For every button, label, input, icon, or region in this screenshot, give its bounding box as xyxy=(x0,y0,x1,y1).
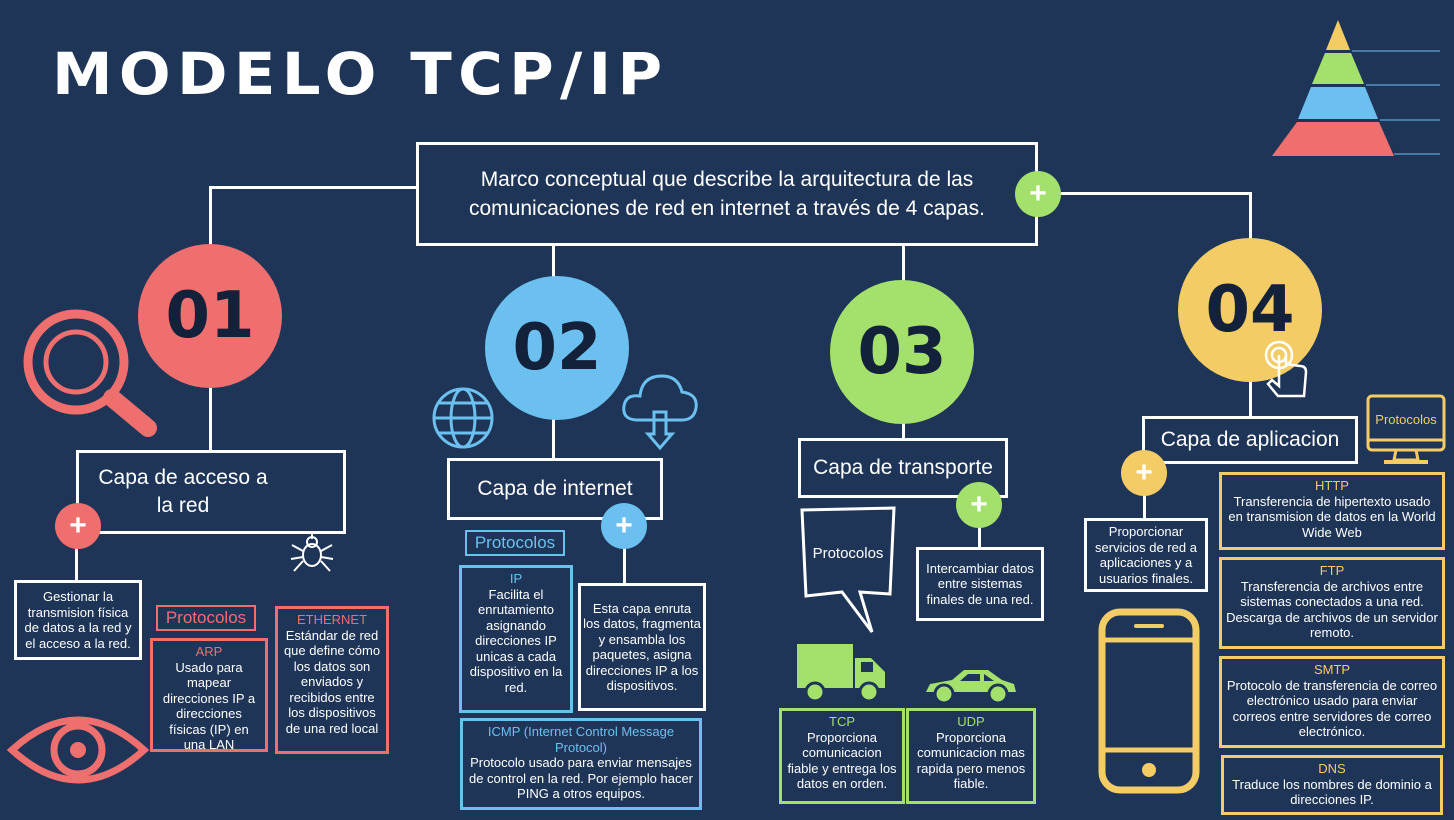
protocol-tcp-text: Proporciona comunicacion fiable y entreg… xyxy=(787,729,897,792)
protocol-arp-text: Usado para mapear direcciones IP a direc… xyxy=(162,659,256,753)
protocol-http: HTTP Transferencia de hipertexto usado e… xyxy=(1219,472,1445,550)
layer-04-protocols-label: Protocolos xyxy=(1375,411,1437,427)
smartphone-icon xyxy=(1098,608,1200,794)
layer-01-protocols-label: Protocolos xyxy=(156,605,256,631)
protocol-ip-text: Facilita el enrutamiento asignando direc… xyxy=(469,586,563,695)
protocol-udp-text: Proporciona comunicacion mas rapida pero… xyxy=(916,729,1026,792)
connector-01-down xyxy=(209,380,212,452)
plus-icon: + xyxy=(970,488,988,521)
connector-right-h xyxy=(1036,192,1252,195)
protocol-udp-name: UDP xyxy=(957,714,985,729)
layer-04-title-box: Capa de aplicacion xyxy=(1142,416,1358,464)
monitor-icon xyxy=(1366,394,1446,464)
layer-04-title: Capa de aplicacion xyxy=(1160,428,1340,451)
layer-01-title-box: Capa de acceso a la red xyxy=(76,450,346,534)
protocol-icmp-text: Protocolo usado para enviar mensajes de … xyxy=(468,755,693,801)
layer-02-expand-button[interactable]: + xyxy=(601,503,647,549)
protocol-udp: UDP Proporciona comunicacion mas rapida … xyxy=(906,708,1036,804)
layer-03-title: Capa de transporte xyxy=(813,456,993,479)
layer-04-description: Proporcionar servicios de red a aplicaci… xyxy=(1084,518,1208,592)
protocol-http-name: HTTP xyxy=(1315,478,1349,493)
layer-01-circle: 01 xyxy=(138,244,282,388)
protocol-tcp-name: TCP xyxy=(829,714,855,729)
speech-bubble-icon xyxy=(800,506,896,633)
layer-04-expand-button[interactable]: + xyxy=(1121,450,1167,496)
layer-02-number: 02 xyxy=(512,311,602,385)
protocol-ip: IP Facilita el enrutamiento asignando di… xyxy=(459,565,573,713)
protocol-http-text: Transferencia de hipertexto usado en tra… xyxy=(1228,493,1436,540)
connector-03-desc xyxy=(978,522,981,550)
connector-01-desc xyxy=(75,545,78,581)
protocol-ip-name: IP xyxy=(509,571,523,586)
layer-03-expand-button[interactable]: + xyxy=(956,482,1002,528)
layer-03-protocols-label: Protocolos xyxy=(812,544,884,562)
connector-02 xyxy=(552,245,555,281)
protocol-ftp: FTP Transferencia de archivos entre sist… xyxy=(1219,557,1445,649)
plus-icon: + xyxy=(1029,177,1047,210)
layer-01-expand-button[interactable]: + xyxy=(55,503,101,549)
layer-02-description: Esta capa enruta los datos, fragmenta y … xyxy=(578,583,706,711)
connector-03-down xyxy=(902,418,905,440)
protocol-icmp-name: ICMP (Internet Control Message Protocol) xyxy=(487,724,675,755)
layer-04-circle: 04 xyxy=(1178,238,1322,382)
protocol-tcp: TCP Proporciona comunicacion fiable y en… xyxy=(779,708,905,804)
connector-04-desc xyxy=(1143,472,1146,520)
protocol-ftp-text: Transferencia de archivos entre sistemas… xyxy=(1226,578,1438,641)
car-icon xyxy=(926,670,1016,705)
protocol-dns-name: DNS xyxy=(1318,761,1346,776)
layer-03-circle: 03 xyxy=(830,280,974,424)
protocol-ethernet-name: ETHERNET xyxy=(296,612,368,627)
main-expand-button[interactable]: + xyxy=(1015,171,1061,217)
protocol-ethernet: ETHERNET Estándar de red que define cómo… xyxy=(275,606,389,754)
plus-icon: + xyxy=(69,509,87,542)
protocol-icmp: ICMP (Internet Control Message Protocol)… xyxy=(460,718,702,810)
layer-02-protocols-label: Protocolos xyxy=(465,530,565,556)
connector-03 xyxy=(902,245,905,283)
layer-01-description: Gestionar la transmision física de datos… xyxy=(14,580,142,660)
globe-icon xyxy=(432,387,494,449)
plus-icon: + xyxy=(1135,456,1153,489)
touch-hand-icon xyxy=(1264,340,1308,398)
layer-02-circle: 02 xyxy=(485,276,629,420)
connector-04-down xyxy=(1249,378,1252,418)
protocol-dns-text: Traduce los nombres de dominio a direcci… xyxy=(1232,776,1432,808)
magnifier-icon xyxy=(23,309,157,437)
connector-right-v xyxy=(1249,192,1252,252)
protocol-dns: DNS Traduce los nombres de dominio a dir… xyxy=(1221,755,1443,815)
protocol-arp: ARP Usado para mapear direcciones IP a d… xyxy=(150,638,268,752)
layer-03-description: Intercambiar datos entre sistemas finale… xyxy=(916,547,1044,621)
page-title: MODELO TCP/IP xyxy=(52,40,669,108)
cloud-download-icon xyxy=(622,374,698,451)
main-description-box: Marco conceptual que describe la arquite… xyxy=(416,142,1038,246)
layer-02-title: Capa de internet xyxy=(477,477,633,500)
protocol-ethernet-text: Estándar de red que define cómo los dato… xyxy=(283,627,381,736)
connector-left-h xyxy=(210,186,418,189)
pyramid-icon xyxy=(1272,20,1440,156)
layer-01-number: 01 xyxy=(165,279,255,353)
layer-03-number: 03 xyxy=(857,315,947,389)
main-description-text: Marco conceptual que describe la arquite… xyxy=(469,168,985,220)
eye-icon xyxy=(6,716,150,784)
protocol-arp-name: ARP xyxy=(195,644,223,659)
connector-left-v xyxy=(209,186,212,250)
plus-icon: + xyxy=(615,509,633,542)
protocol-smtp-text: Protocolo de transferencia de correo ele… xyxy=(1226,677,1438,740)
connector-02-desc xyxy=(623,545,626,585)
protocol-smtp-name: SMTP xyxy=(1313,662,1351,677)
layer-01-title: Capa de acceso a la red xyxy=(98,466,268,517)
connector-02-down xyxy=(552,412,555,460)
truck-icon xyxy=(797,644,885,703)
protocol-ftp-name: FTP xyxy=(1319,563,1345,578)
protocol-smtp: SMTP Protocolo de transferencia de corre… xyxy=(1219,656,1445,748)
layer-04-number: 04 xyxy=(1205,273,1295,347)
